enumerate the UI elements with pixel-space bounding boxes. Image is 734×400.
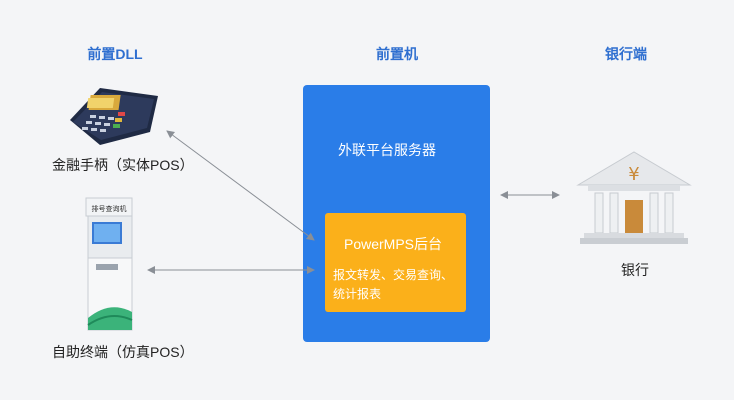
bank-label: 银行 (621, 262, 649, 278)
yuan-symbol: ¥ (628, 164, 639, 185)
server-title: 外联平台服务器 (338, 142, 436, 158)
backend-box (325, 213, 466, 312)
pos-terminal-icon (70, 88, 158, 145)
header-front-dll: 前置DLL (87, 46, 143, 62)
backend-description: 报文转发、交易查询、统计报表 (333, 268, 454, 301)
kiosk-label: 自助终端（仿真POS） (52, 344, 194, 360)
pos-label: 金融手柄（实体POS） (52, 157, 194, 173)
kiosk-icon (85, 197, 133, 331)
kiosk-sign: 排号查询机 (92, 204, 127, 213)
bank-icon (576, 151, 692, 244)
header-bank-side: 银行端 (605, 46, 647, 62)
backend-title: PowerMPS后台 (344, 236, 443, 252)
arrow-pos-to-server (166, 130, 315, 241)
header-front-machine: 前置机 (376, 46, 418, 62)
